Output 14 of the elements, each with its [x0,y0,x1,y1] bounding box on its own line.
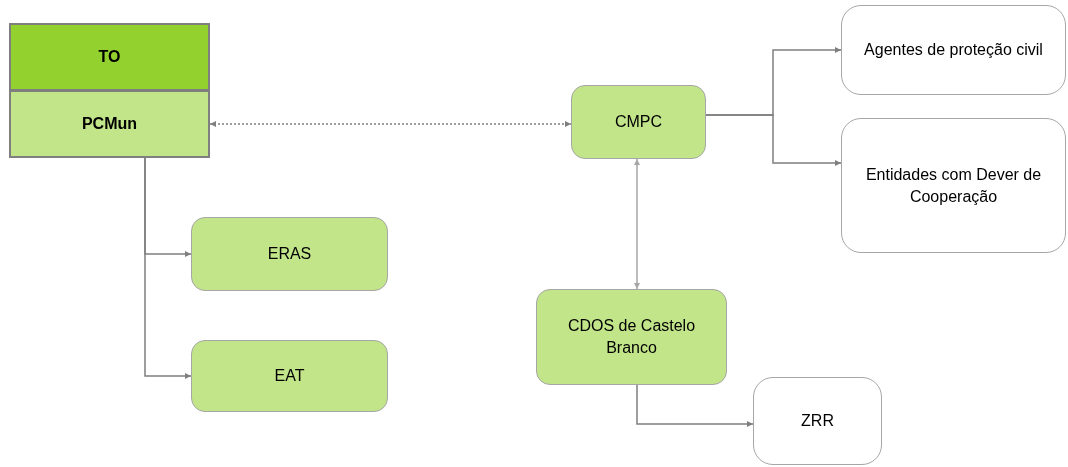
label-band: PCMun [9,90,210,158]
process-box: EAT [191,340,388,412]
arrow [144,157,192,379]
process-box: Agentes de proteção civil [841,5,1066,95]
arrow [634,158,640,290]
arrow [705,114,842,166]
process-box: ERAS [191,217,388,291]
process-box: Entidades com Dever de Cooperação [841,118,1066,253]
process-box: ZRR [753,377,882,465]
arrow [636,384,754,427]
header-band: TO [9,23,210,91]
process-box: CMPC [571,85,706,159]
arrow [209,121,572,127]
process-box: CDOS de Castelo Branco [536,289,727,385]
